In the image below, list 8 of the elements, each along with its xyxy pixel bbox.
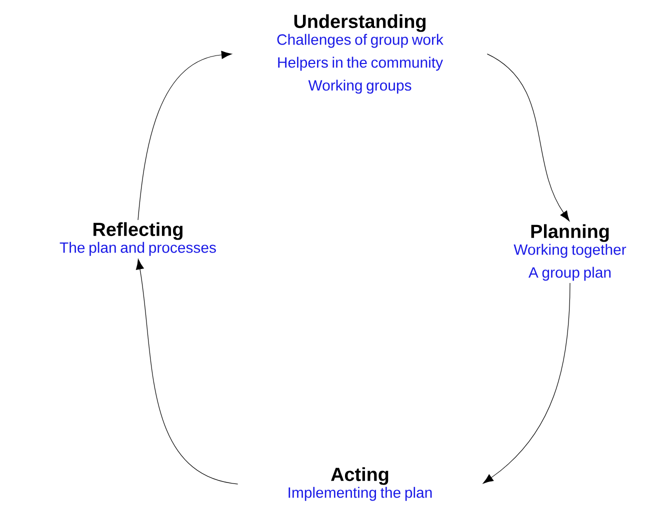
stage-label: Planning Working together A group plan bbox=[514, 224, 626, 281]
arrow bbox=[136, 258, 238, 484]
stage-label: Understanding Challenges of group work Helpers in the community Working groups bbox=[277, 14, 444, 94]
stage-label: Acting Implementing the plan bbox=[288, 467, 432, 501]
arrow bbox=[138, 50, 232, 220]
stage-label: Reflecting The plan and processes bbox=[60, 222, 216, 256]
arrow bbox=[482, 282, 570, 484]
arrow bbox=[486, 54, 570, 222]
